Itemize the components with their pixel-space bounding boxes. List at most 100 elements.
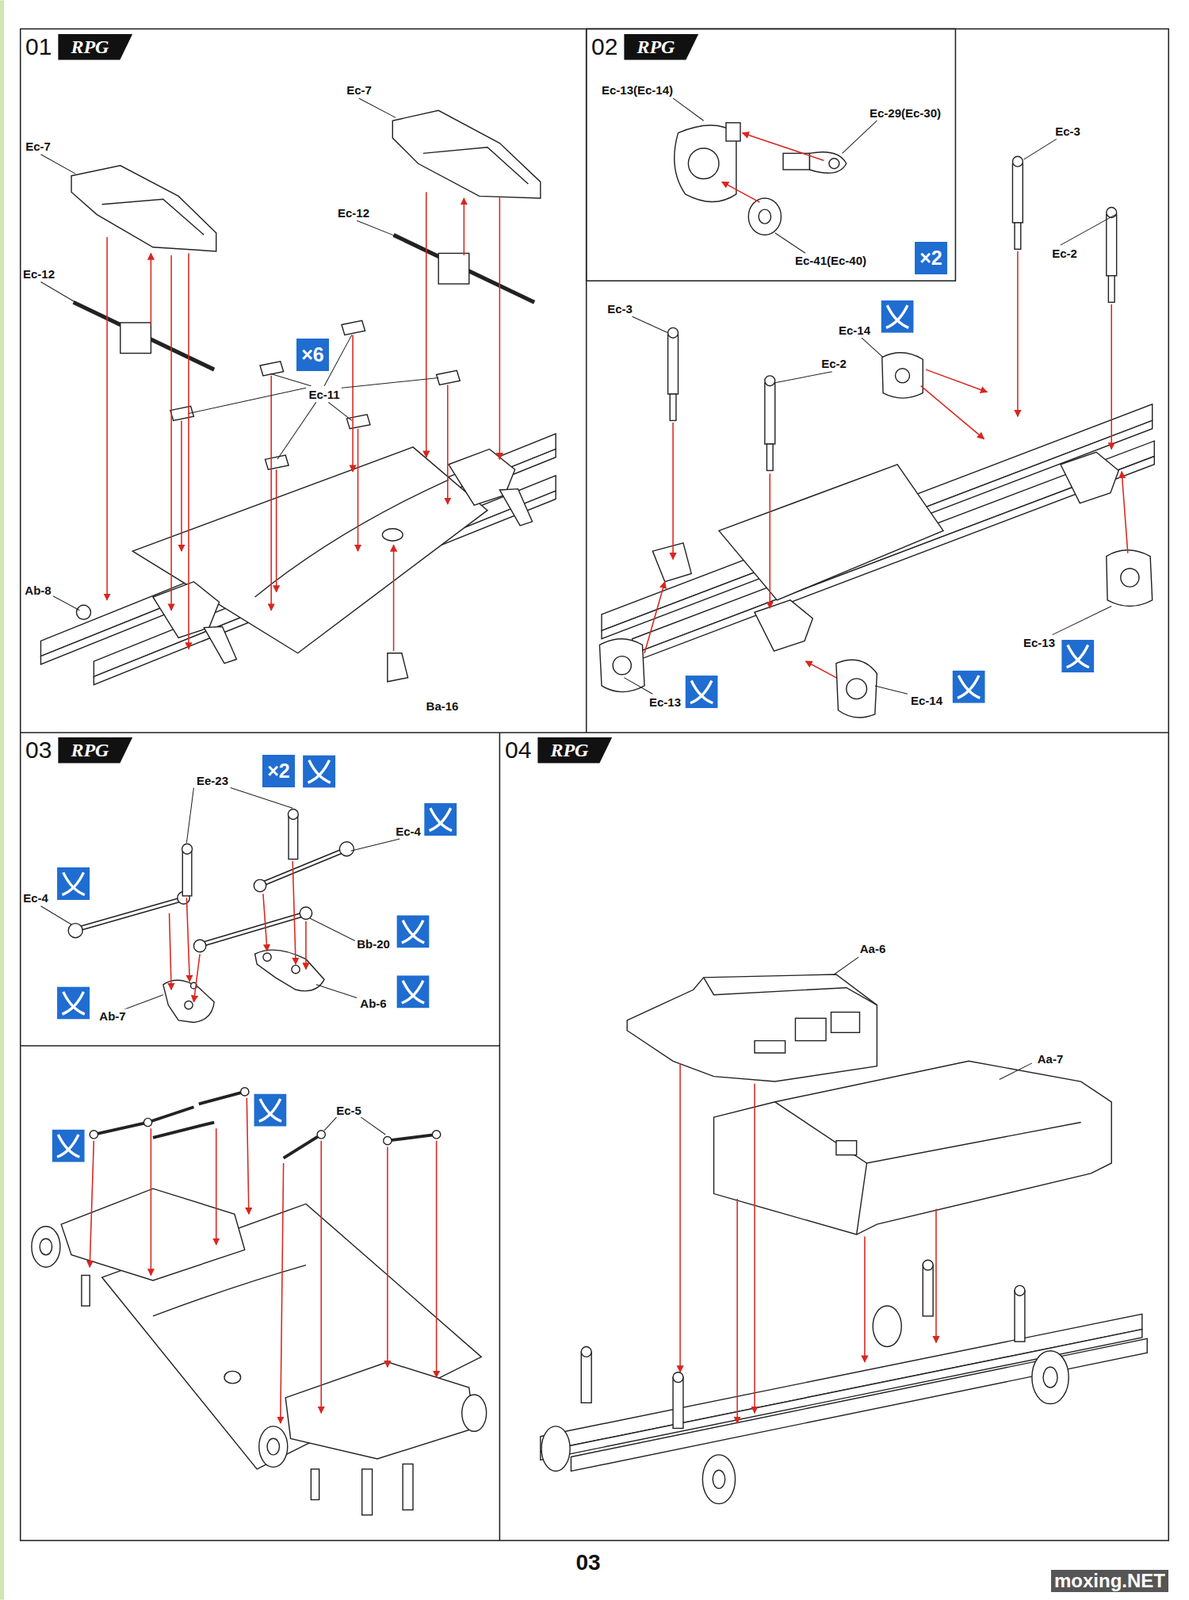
part-label: Ab-6 [358,996,388,1010]
leader-line [40,154,76,174]
link-rod-drawing [68,809,354,1023]
body-part-drawing [830,1012,860,1033]
assembly-arrow [280,1162,284,1423]
frame-part-drawing [392,110,541,199]
link-rod-drawing [152,1122,215,1138]
chassis-drawing [601,420,1153,639]
assembly-arrow [180,420,183,551]
part-label: Ab-8 [22,583,53,597]
plate-drawing [436,370,461,385]
chassis-drawing [712,1469,725,1488]
quantity-badge: ×2 [262,754,295,788]
step-number: ×2 [919,246,943,270]
leader-line [1060,214,1116,246]
chassis-drawing [632,440,1155,654]
frame-part-drawing [102,198,205,235]
chassis-drawing [382,528,403,541]
assembly-arrow [1110,304,1113,450]
link-rod-drawing [253,879,266,891]
link-rod-drawing [193,939,206,952]
assembly-arrow [864,1236,866,1362]
body-part-drawing [626,974,877,1082]
watermark: moxing.NET [1051,1569,1169,1592]
link-rod-drawing [299,906,312,919]
chassis-drawing [402,1463,413,1510]
part-label: Aa-7 [1036,1051,1066,1066]
leader-line [270,373,311,386]
part-label: Ec-12 [336,206,371,220]
brand-logo: RPG [623,34,699,61]
link-rod-drawing [263,952,272,961]
body-part-drawing [754,1040,786,1053]
link-rod-drawing [255,949,325,991]
step-number: ×6 [301,343,325,367]
assembly-arrow [270,375,272,611]
assembly-arrow [305,921,307,969]
chassis-drawing [581,1351,592,1403]
knuckle-drawing [895,368,910,383]
chassis-drawing [1014,1284,1025,1296]
part-label: Ec-13 [1021,635,1057,650]
assembly-arrow [263,893,268,951]
assembly-arrow [753,1083,756,1414]
link-rod-drawing [291,964,300,973]
knuckle-drawing [783,152,810,170]
assembly-arrow [215,1127,218,1245]
leader-line [277,401,317,459]
step-header: 01RPG [22,30,133,63]
link-rod-drawing [240,1087,249,1096]
link-rod-drawing [263,850,343,884]
leader-line [833,956,859,975]
panel-frame [20,28,1170,1541]
part-label: Ec-4 [21,890,50,905]
leader-line [328,401,352,421]
leader-line [324,1116,386,1135]
part-label: Ec-3 [605,302,635,316]
link-rod-drawing [79,899,180,929]
leader-line [316,984,357,998]
assembly-arrow [169,860,306,1002]
assembly-arrow [246,1097,249,1215]
assembly-arrow [393,544,395,651]
shock-drawing [764,382,776,444]
assembly-arrow [193,953,200,1002]
part-label: Bb-20 [355,936,392,951]
assembly-arrow [89,1140,94,1268]
chassis-drawing [61,1188,245,1281]
link-rod-drawing [198,1091,245,1104]
leader-line [623,677,653,695]
knuckle-drawing [758,209,771,224]
assembly-arrow [1016,251,1019,417]
assembly-arrow [292,860,296,964]
assembly-arrow [499,195,501,459]
knuckle-drawing [829,158,840,169]
assembly-arrow [187,252,190,649]
shock-drawing [668,156,1117,471]
body-part-drawing [836,1140,857,1155]
assembly-arrow [89,1097,436,1423]
panel-frame [20,28,1170,1541]
assembly-arrow [186,897,190,981]
chassis-drawing [672,1372,684,1383]
plate-drawing [346,414,371,429]
part-label: Ab-7 [97,1009,127,1023]
assembly-arrow [447,384,449,505]
knuckle-drawing [846,678,868,700]
step-header: 04RPG [501,734,612,766]
assembly-arrow [106,237,108,601]
assembly-arrow [722,181,761,203]
leader-line [188,387,306,413]
knuckle-drawing [748,198,781,235]
chassis-drawing [922,1265,933,1316]
leader-line [833,956,1033,1079]
brand-logo: RPG [537,737,612,764]
panel-frame [20,731,1170,734]
assembly-arrow [679,1062,681,1373]
chassis-drawing [922,1259,933,1270]
chassis-drawing [570,1338,1147,1471]
plate-drawing [264,454,289,470]
link-rod-drawing [288,816,299,860]
link-rod-drawing [387,1134,437,1141]
assembly-arrow [169,913,173,990]
assembly-arrow [768,473,771,608]
